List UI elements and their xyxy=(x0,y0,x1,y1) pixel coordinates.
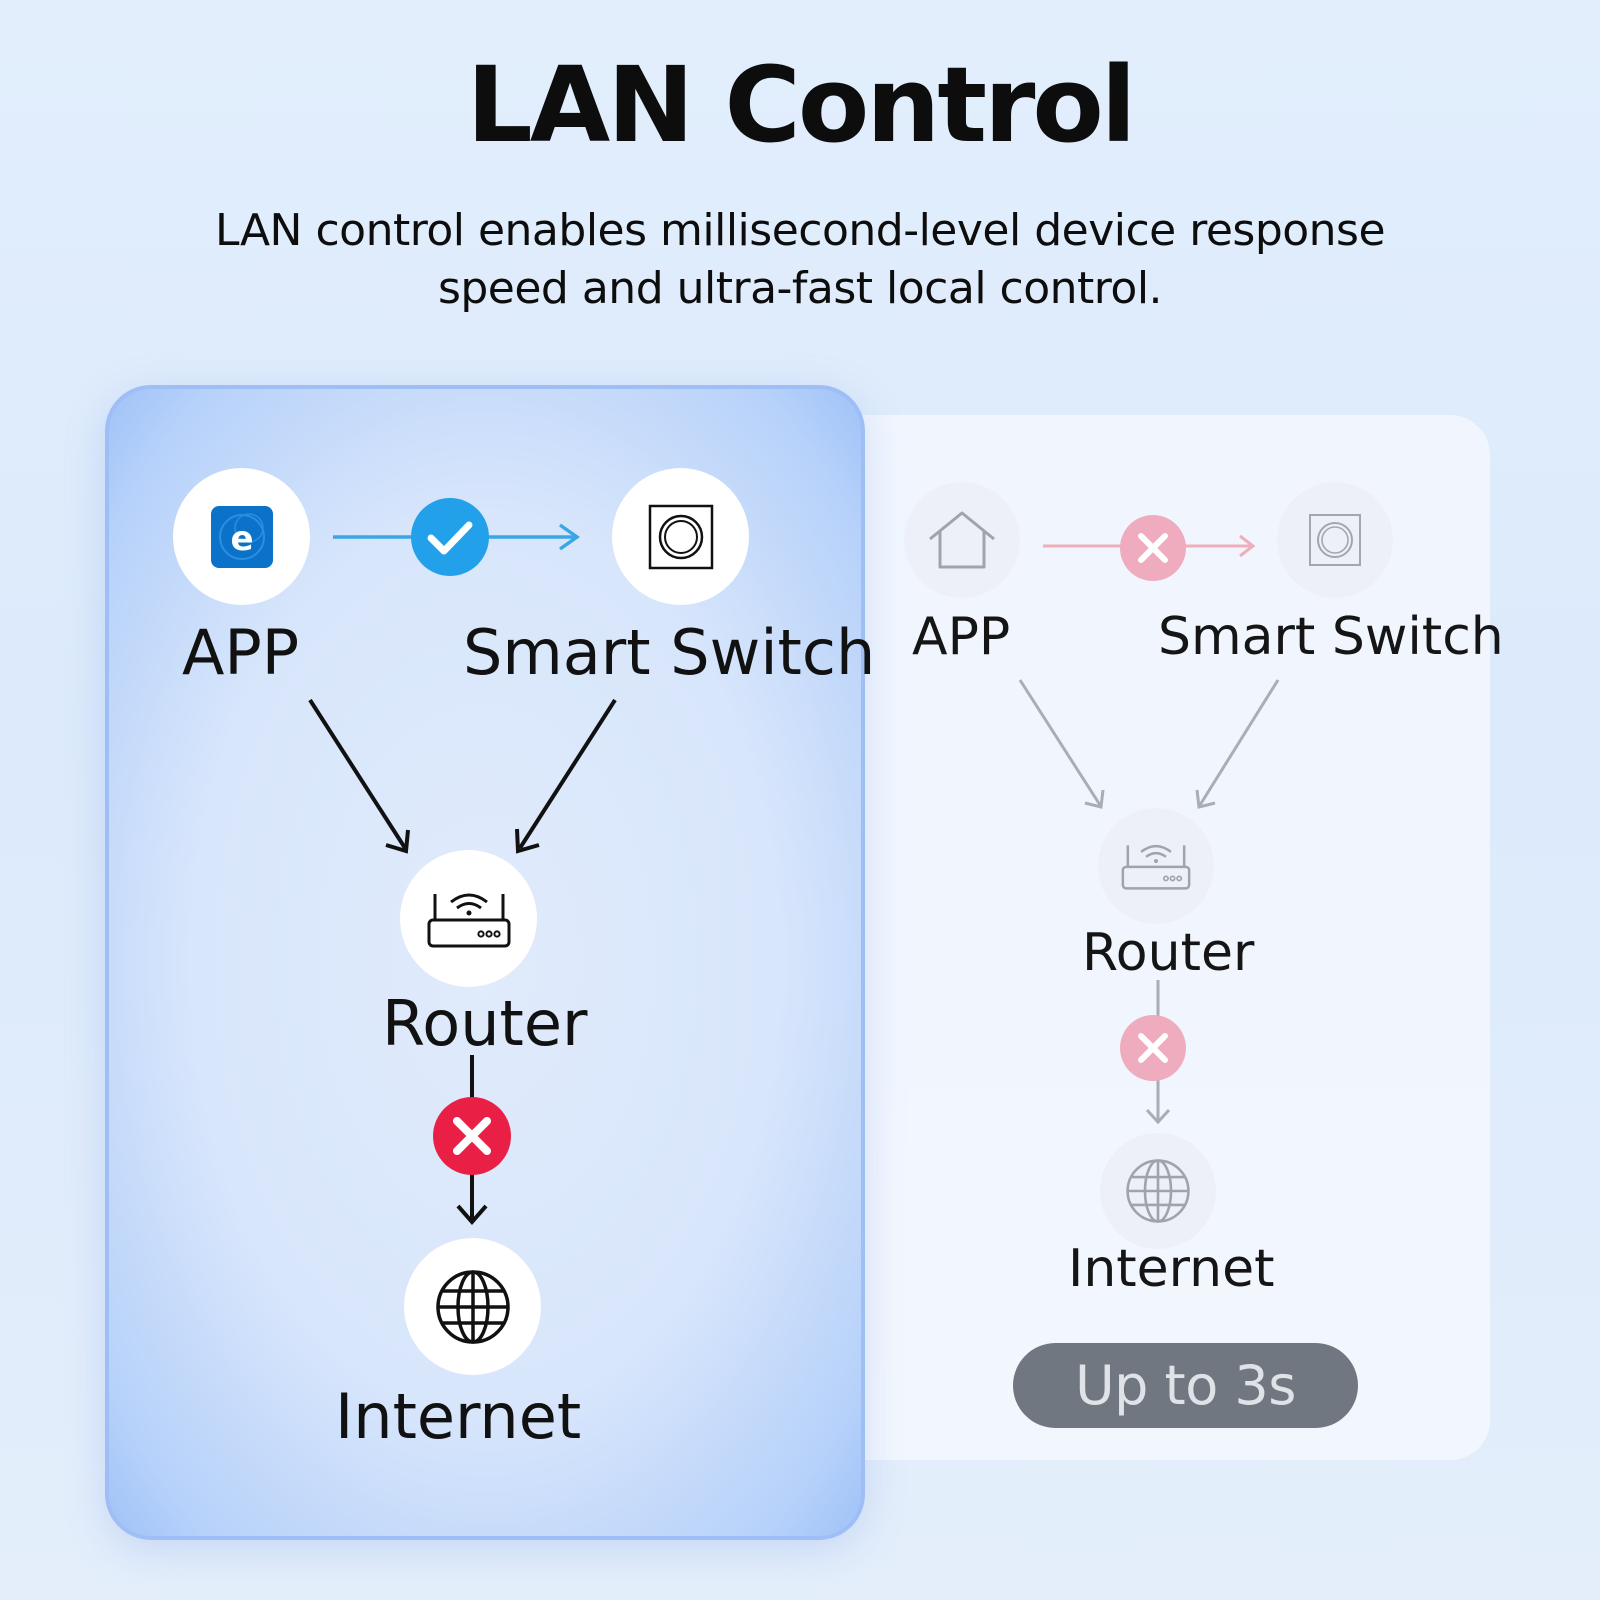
app-to-router-arrow xyxy=(308,698,407,850)
cloud-switch-icon xyxy=(1309,514,1361,566)
cloud-app-node xyxy=(904,482,1020,598)
cloud-switch-to-router-arrow xyxy=(1198,679,1280,806)
cloud-internet-node xyxy=(1100,1133,1216,1249)
subtitle-line-1: LAN control enables millisecond-level de… xyxy=(214,205,1386,256)
router-icon xyxy=(427,893,510,947)
cloud-smart-switch-label: Smart Switch xyxy=(1158,607,1504,667)
home-icon xyxy=(929,511,995,569)
cloud-router-node xyxy=(1098,808,1214,924)
cloud-smart-switch-node xyxy=(1277,482,1393,598)
switch-to-router-arrowhead xyxy=(515,828,540,854)
cloud-globe-icon xyxy=(1126,1159,1190,1223)
check-icon xyxy=(411,498,489,576)
response-time-text: Up to 3s xyxy=(1075,1354,1296,1417)
router-node xyxy=(400,850,537,987)
response-time-badge: Up to 3s xyxy=(1013,1343,1358,1428)
cloud-app-to-router-arrow xyxy=(1018,679,1102,806)
ewelink-app-icon: e xyxy=(210,505,273,568)
cloud-router-cross-icon xyxy=(1120,1015,1186,1081)
cloud-app-to-router-arrowhead xyxy=(1084,789,1105,809)
router-to-internet-arrowhead xyxy=(456,1204,488,1226)
router-label: Router xyxy=(382,987,588,1060)
switch-icon xyxy=(648,504,713,569)
cloud-router-to-internet-arrowhead xyxy=(1145,1108,1171,1125)
cloud-switch-to-router-arrowhead xyxy=(1195,789,1216,809)
cloud-app-label: APP xyxy=(912,607,1011,667)
internet-label: Internet xyxy=(335,1380,582,1453)
cloud-app-to-switch-arrowhead xyxy=(1239,534,1256,558)
app-to-router-arrowhead xyxy=(385,829,410,854)
smart-switch-label: Smart Switch xyxy=(463,616,876,689)
cloud-internet-label: Internet xyxy=(1068,1239,1275,1299)
app-to-switch-arrowhead xyxy=(558,523,581,551)
page-subtitle: LAN control enables millisecond-level de… xyxy=(150,202,1450,318)
cross-icon xyxy=(433,1097,511,1175)
subtitle-line-2: speed and ultra-fast local control. xyxy=(437,263,1163,314)
cloud-router-label: Router xyxy=(1082,923,1255,983)
internet-node xyxy=(404,1238,541,1375)
switch-to-router-arrow xyxy=(518,698,617,850)
globe-icon xyxy=(435,1269,510,1344)
cloud-cross-icon xyxy=(1120,515,1186,581)
cloud-router-icon xyxy=(1121,844,1191,890)
smart-switch-node xyxy=(612,468,749,605)
app-label: APP xyxy=(182,616,300,689)
app-node: e xyxy=(173,468,310,605)
svg-text:e: e xyxy=(230,519,253,559)
page-title: LAN Control xyxy=(466,44,1137,166)
